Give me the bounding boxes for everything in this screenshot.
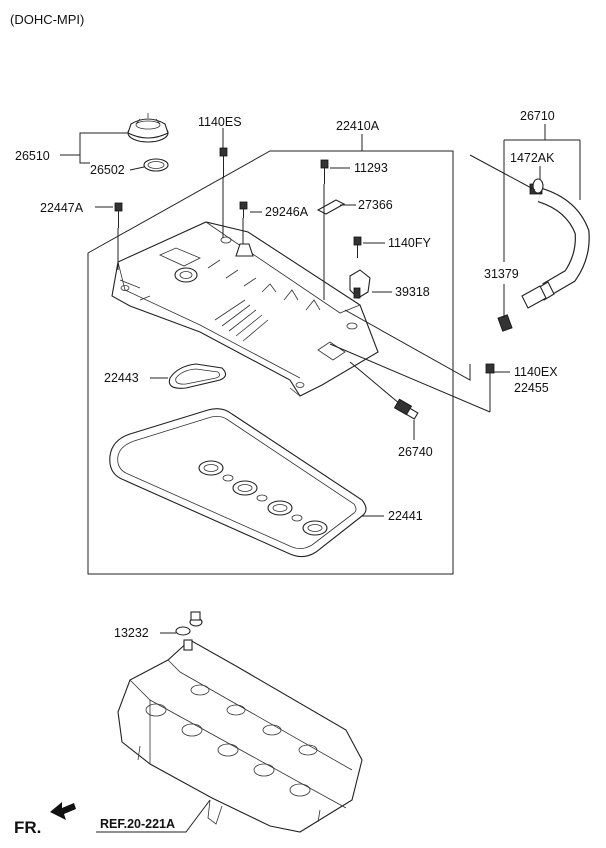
engine-variant-label: (DOHC-MPI) <box>10 12 84 27</box>
cylinder-head-cover <box>111 221 379 397</box>
gasket-22441 <box>109 408 367 558</box>
label-1472ak: 1472AK <box>510 151 555 165</box>
breather-hose <box>521 183 590 309</box>
front-arrow-icon <box>50 802 76 820</box>
label-26710: 26710 <box>520 109 555 123</box>
label-22441: 22441 <box>388 509 423 523</box>
bolt-29246a <box>239 201 248 218</box>
label-29246a: 29246A <box>265 205 309 219</box>
label-26510: 26510 <box>15 149 50 163</box>
label-22443: 22443 <box>104 371 139 385</box>
label-11293: 11293 <box>354 161 388 175</box>
hose-clamp-1472ak <box>532 178 544 194</box>
grommet-29246a <box>235 243 254 257</box>
label-27366: 27366 <box>358 198 393 212</box>
label-26502: 26502 <box>90 163 125 177</box>
front-label: FR. <box>14 818 41 837</box>
assembly-frame <box>87 150 454 575</box>
label-22410a: 22410A <box>336 119 380 133</box>
label-31379: 31379 <box>484 267 519 281</box>
bolt-11293 <box>320 159 329 184</box>
leader-lines <box>60 124 581 833</box>
filler-cap-gasket <box>143 158 169 172</box>
bolt-1140es <box>219 147 228 178</box>
label-1140ex: 1140EX <box>514 365 558 379</box>
label-22455: 22455 <box>514 381 549 395</box>
label-39318: 39318 <box>395 285 430 299</box>
bolt-22447a <box>114 202 123 228</box>
gasket-22443 <box>168 363 227 389</box>
bracket-27366 <box>316 199 346 215</box>
connector-31379 <box>497 314 513 332</box>
sensor-39318 <box>349 269 371 299</box>
label-1140fy: 1140FY <box>388 236 432 250</box>
bolt-1140ex <box>485 363 495 386</box>
label-13232: 13232 <box>114 626 149 640</box>
bolt-1140fy <box>353 236 362 258</box>
label-26740: 26740 <box>398 445 433 459</box>
reference-label: REF.20-221A <box>100 817 175 831</box>
seal-13232 <box>175 611 203 636</box>
front-direction-indicator: FR. <box>14 802 76 837</box>
oil-filler-cap <box>127 113 169 143</box>
cylinder-head <box>117 639 363 833</box>
label-22447a: 22447A <box>40 201 84 215</box>
label-1140es: 1140ES <box>198 115 242 129</box>
